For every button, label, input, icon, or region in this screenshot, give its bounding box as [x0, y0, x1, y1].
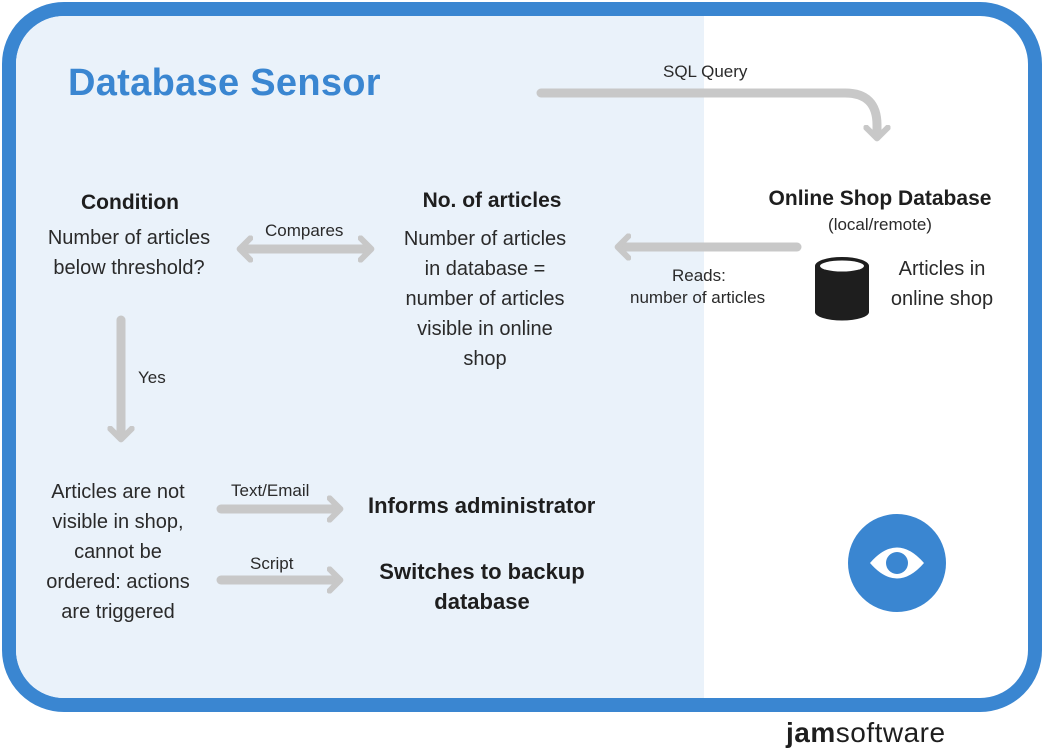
articles-count-line: number of articles	[405, 288, 565, 310]
database-line-2: online shop	[890, 288, 994, 310]
compares-label: Compares	[265, 221, 344, 240]
diagram-title: Database Sensor	[68, 62, 381, 104]
condition-line-1: Number of articles	[47, 227, 211, 249]
condition-heading: Condition	[81, 191, 179, 214]
switch-backup-action-line-2: database	[434, 589, 530, 614]
database-heading: Online Shop Database	[768, 187, 992, 210]
outcome-line: are triggered	[61, 601, 175, 623]
database-line-1: Articles in	[898, 258, 986, 280]
articles-count-line: in database =	[424, 258, 546, 280]
database-subheading: (local/remote)	[828, 215, 932, 234]
reads-label: Reads:	[672, 266, 726, 285]
informs-admin-action: Informs administrator	[368, 493, 596, 518]
articles-count-line: Number of articles	[403, 228, 567, 250]
outcome-line: cannot be	[74, 541, 162, 563]
articles-count-line: shop	[463, 348, 507, 370]
jam-software-logo: jamsoftware	[786, 717, 946, 749]
sql-query-label: SQL Query	[663, 62, 748, 81]
switch-backup-action: Switches to backup	[379, 559, 585, 584]
outcome-line: visible in shop,	[52, 511, 184, 533]
script-label: Script	[250, 554, 294, 573]
reads-label-detail: number of articles	[630, 288, 766, 307]
logo-part-jam: jam	[786, 717, 836, 748]
outcome-line: Articles are not	[51, 481, 185, 503]
logo-part-software: software	[835, 717, 946, 748]
articles-count-heading: No. of articles	[422, 189, 562, 212]
outcome-line: ordered: actions	[46, 571, 190, 593]
articles-count-line: visible in online	[417, 318, 553, 340]
text-email-label: Text/Email	[231, 481, 310, 500]
yes-label: Yes	[138, 368, 166, 387]
condition-line-2: below threshold?	[53, 257, 205, 279]
